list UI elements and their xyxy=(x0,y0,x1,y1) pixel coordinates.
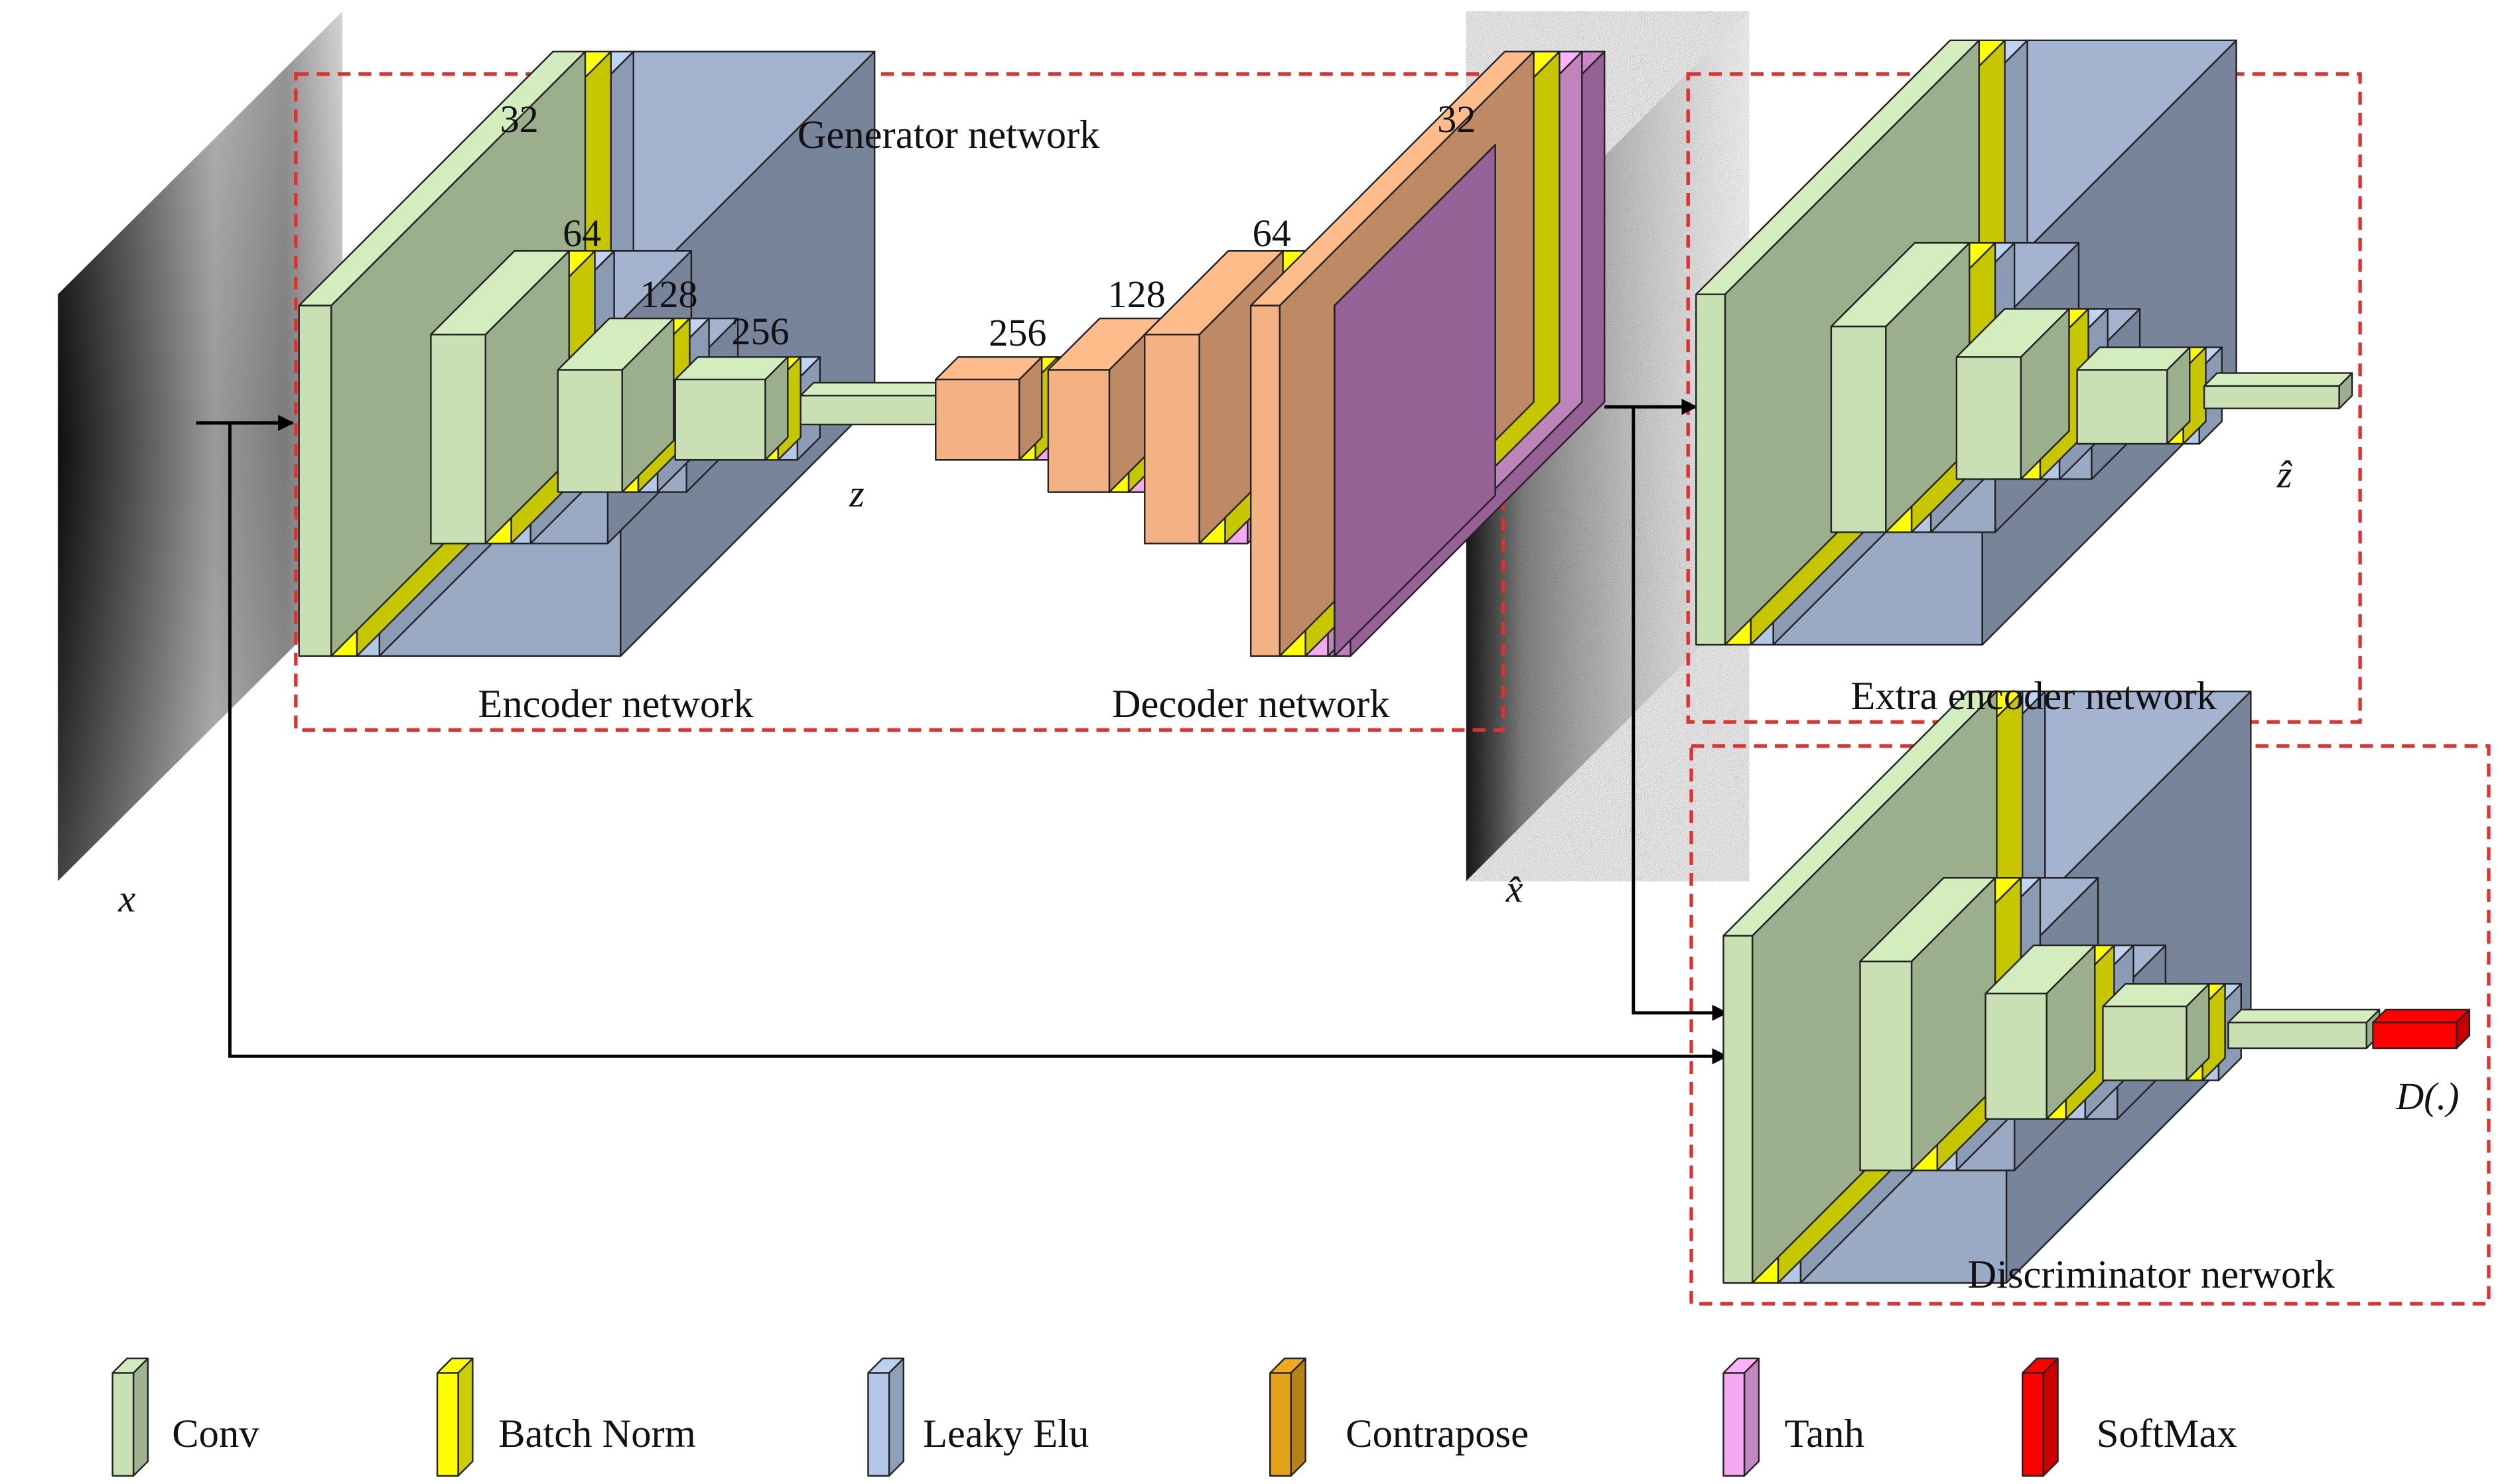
extra-encoder-latent-bar xyxy=(2203,372,2353,409)
discriminator-output-label: D(.) xyxy=(2395,1075,2459,1118)
legend-swatches xyxy=(111,1357,2059,1477)
encoder-block-4-slab-0 xyxy=(674,356,789,461)
decoder-block-1-slab-0 xyxy=(935,356,1043,461)
connection-arrows xyxy=(196,395,1728,1065)
decoder-block-4-body xyxy=(1333,144,1496,657)
channel-label-enc-4: 256 xyxy=(732,310,790,353)
channel-label-dec-1: 256 xyxy=(989,311,1046,354)
legend-swatch-batch-norm xyxy=(436,1357,474,1477)
latent-hat-symbol-z-hat: ẑ xyxy=(2276,452,2292,496)
channel-label-enc-2: 64 xyxy=(563,212,601,255)
encoder-block-3-slab-0 xyxy=(557,317,675,493)
discriminator-block-2-slab-0 xyxy=(1859,877,1996,1172)
legend-label-conv: Conv xyxy=(172,1412,259,1456)
discriminator-block-3-slab-0 xyxy=(1985,944,2096,1120)
legend-swatch-softmax xyxy=(2022,1357,2059,1477)
legend-label-leaky-elu: Leaky Elu xyxy=(923,1412,1089,1456)
legend-label-tanh: Tanh xyxy=(1785,1412,1864,1456)
extra-encoder-block-3-slab-0 xyxy=(1955,308,2070,480)
legend-label-batch-norm: Batch Norm xyxy=(498,1412,696,1456)
legend-label-contrapose: Contrapose xyxy=(1346,1412,1529,1456)
legend-swatch-leaky-elu xyxy=(867,1357,904,1477)
extra-encoder-block-4 xyxy=(2076,346,2223,445)
channel-label-dec-3: 64 xyxy=(1253,212,1291,255)
extra-encoder-block-2-slab-0 xyxy=(1830,241,1971,533)
discriminator-block-4-slab-0 xyxy=(2102,982,2210,1081)
legend-swatch-contrapose xyxy=(1269,1357,1306,1477)
channel-label-enc-1: 32 xyxy=(500,98,539,141)
layer-blocks xyxy=(298,39,2471,1284)
decoder-network-label: Decoder network xyxy=(1112,682,1390,726)
discriminator-network-label: Discriminator nerwork xyxy=(1967,1252,2335,1297)
discriminator-block-4 xyxy=(2102,982,2242,1081)
decoder-block-2-slab-0 xyxy=(1047,317,1162,493)
extra-encoder-block-4-slab-0 xyxy=(2076,346,2191,445)
legend-swatch-conv xyxy=(111,1357,149,1477)
encoder-network-label: Encoder network xyxy=(478,682,754,726)
channel-label-dec-4: 32 xyxy=(1437,98,1476,141)
legend-label-softmax: SoftMax xyxy=(2097,1412,2237,1456)
discriminator-flat-bar xyxy=(2227,1008,2381,1049)
encoder-block-4 xyxy=(674,356,821,461)
reconstruction-symbol-x-hat: x̂ xyxy=(1505,868,1523,911)
channel-label-dec-2: 128 xyxy=(1108,273,1166,316)
channel-label-enc-3: 128 xyxy=(640,273,697,316)
input-image-x xyxy=(58,11,343,882)
generator-network-label: Generator network xyxy=(798,113,1100,157)
encoder-block-2-slab-0 xyxy=(430,250,570,545)
discriminator-softmax-bar xyxy=(2372,1008,2471,1049)
latent-z-bar xyxy=(800,381,959,426)
input-symbol-x: x xyxy=(118,877,136,920)
legend-swatch-tanh xyxy=(1722,1357,1760,1477)
extra-encoder-network-label: Extra encoder network xyxy=(1850,674,2217,718)
latent-symbol-z: z xyxy=(849,472,865,515)
